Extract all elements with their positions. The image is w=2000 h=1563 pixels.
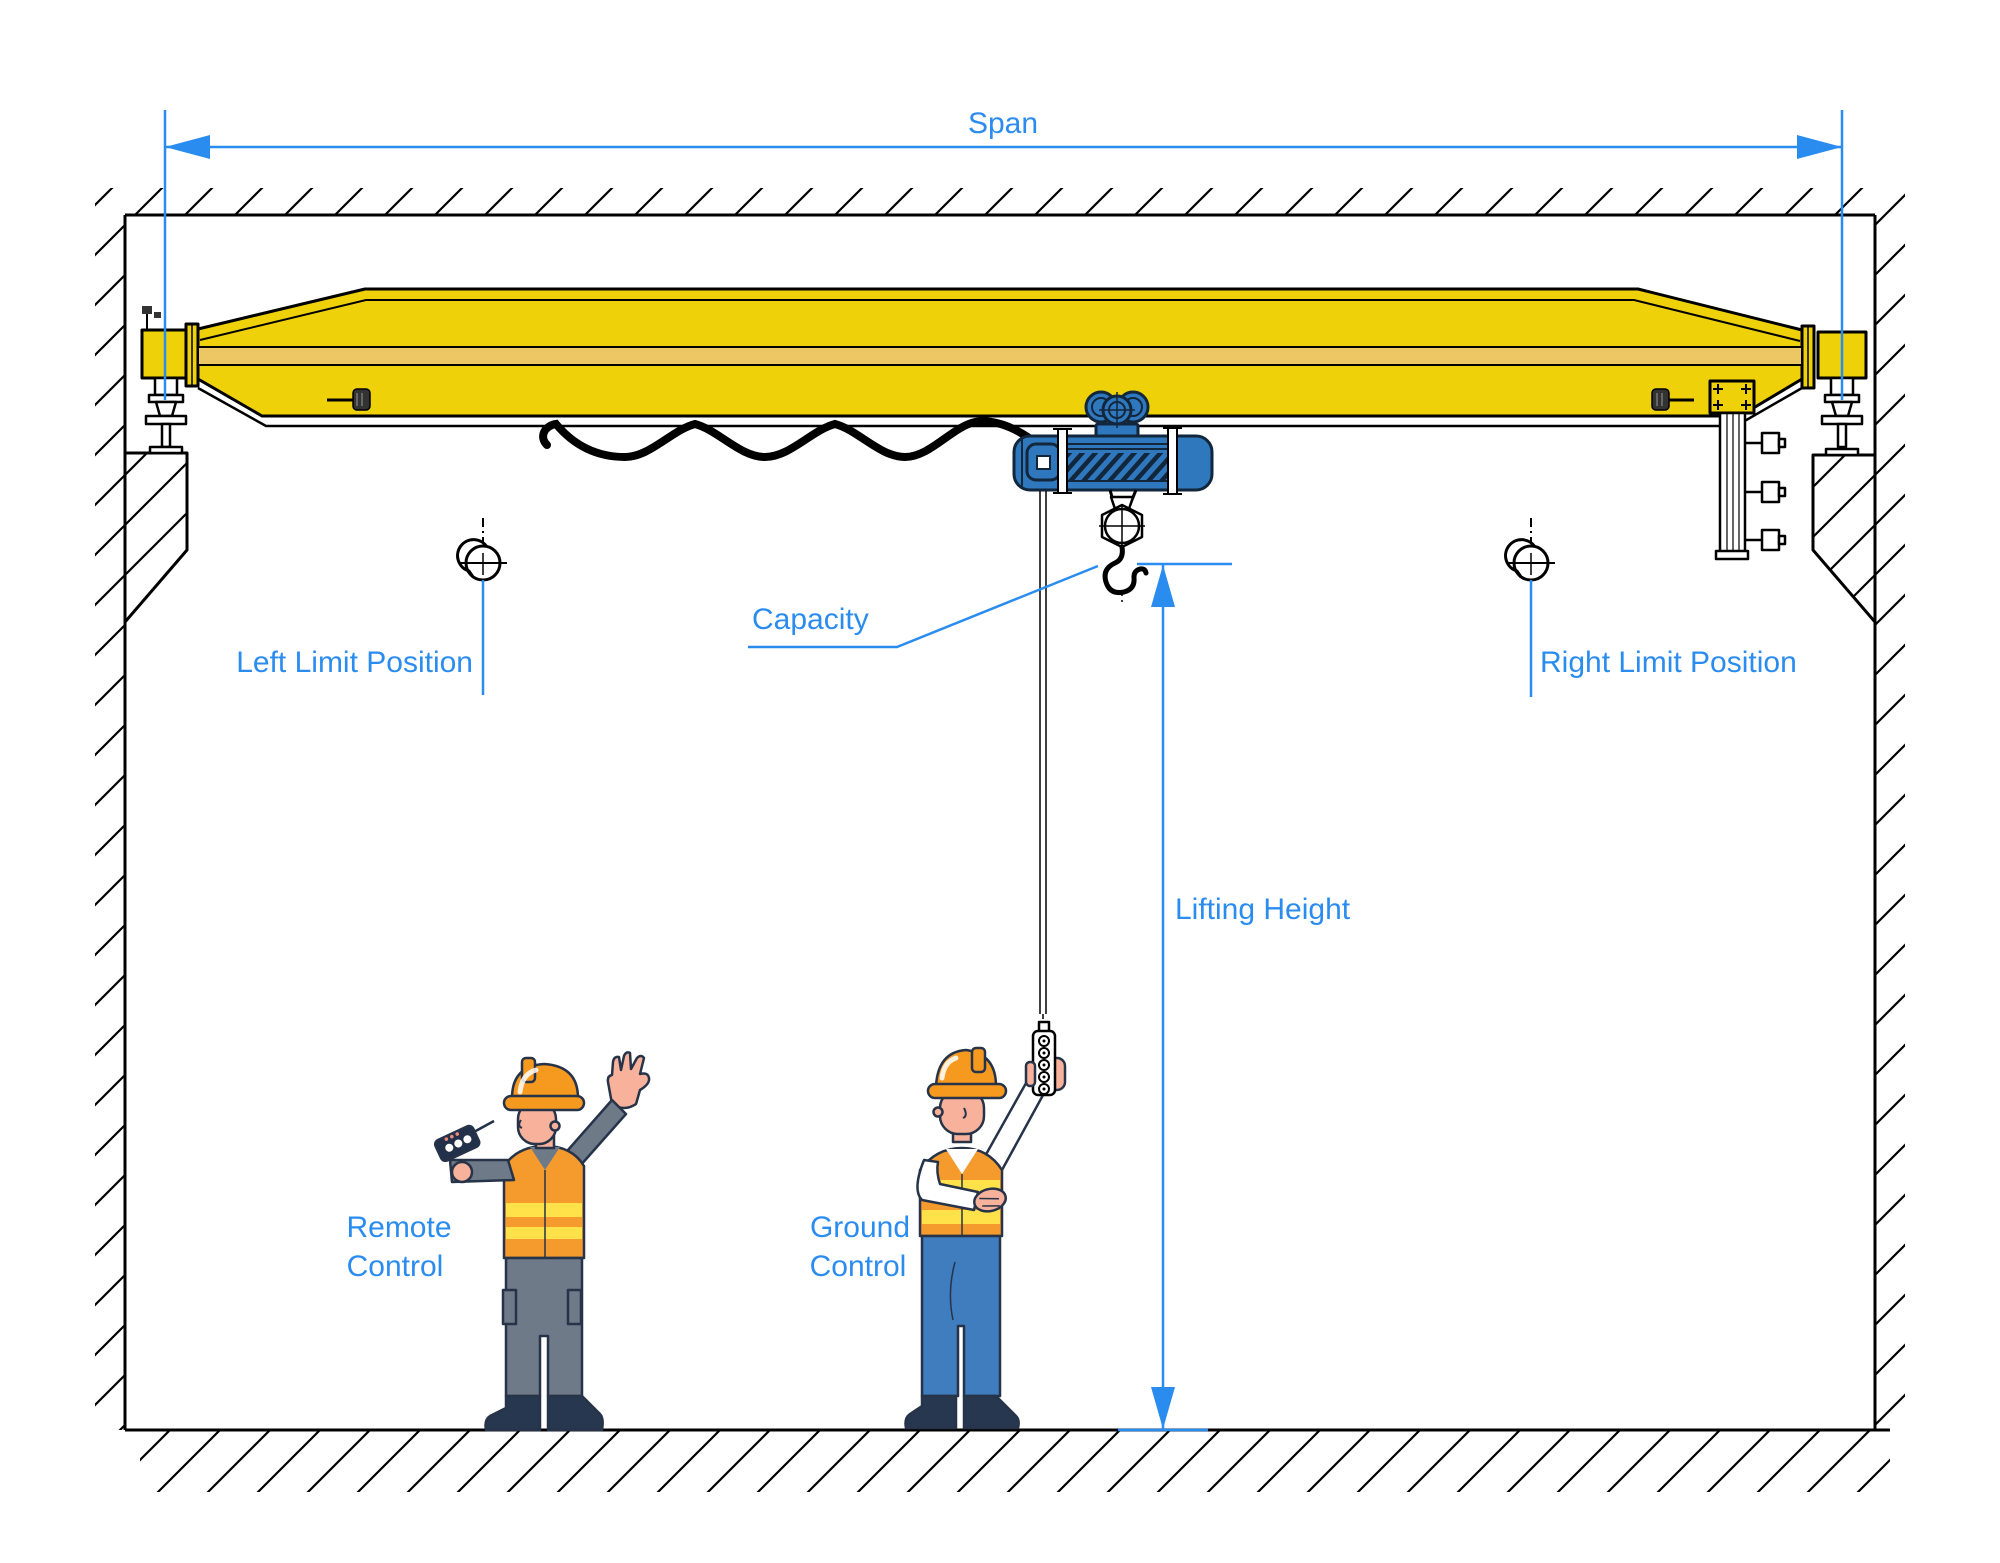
capacity-label: Capacity [752,603,869,636]
worker-remote [433,1051,651,1432]
ground-control-label-line2: Control [810,1250,907,1283]
remote-controller [433,1124,481,1163]
lifting-height-arrow-up [1151,565,1175,607]
jeans [920,1234,1002,1398]
lifting-height-dimension [1118,562,1232,1432]
left-corbel [123,451,189,624]
ground-control-label-line1: Ground [810,1211,910,1244]
capacity-leader [748,564,1099,649]
remote-hand [450,1160,474,1184]
ceiling-hatch [95,188,1905,215]
cargo-pocket-left [501,1288,518,1326]
span-arrow-right [1797,135,1842,159]
cargo-pocket-right [566,1288,583,1326]
hat-ridge [970,1046,987,1074]
thumb [1024,1060,1037,1088]
right-wall-hatch [1875,215,1905,1430]
waving-hand [606,1051,651,1110]
ear [932,1106,944,1118]
open-hand [972,1187,1008,1213]
hoist-assembly [1012,390,1214,1024]
crane-hook [1102,544,1149,595]
pants [504,1256,584,1398]
boot-left [904,1394,958,1430]
limit-switch-bracket [142,306,161,330]
span-label: Span [968,107,1038,140]
girder-rail-band [197,346,1803,366]
wire-rope-hoist [1012,427,1214,495]
pendant-cable [1039,491,1047,1024]
tie-rod-right [1167,427,1178,495]
left-wall-hatch [95,215,125,1430]
boot-left [484,1394,542,1432]
worker-ground [904,1020,1067,1430]
rope-drum-hatch [1064,453,1178,482]
tie-rod-left [1057,428,1068,494]
festoon-cable [539,417,1036,462]
lifting-height-label: Lifting Height [1175,893,1351,926]
span-arrow-left [165,135,210,159]
left-limit-hook-symbol [456,518,507,582]
floor-hatch [140,1430,1890,1492]
nose [518,1119,523,1129]
crane-bridge [140,287,1868,561]
hook-block [1099,489,1149,602]
remote-control-label-line2: Control [347,1250,444,1283]
hat-brim [502,1094,586,1112]
pendant-controller [1031,1020,1057,1097]
lifting-height-arrow-down [1151,1387,1175,1429]
shirt-v [946,1149,978,1174]
right-limit-label: Right Limit Position [1540,646,1797,679]
electric-panel [1708,379,1787,561]
building-section [95,188,1905,1492]
shirt-v [530,1147,560,1170]
festoon-stop-right [1651,388,1694,411]
boot-right [546,1394,604,1432]
bent-arm [916,1158,980,1212]
right-corbel [1811,453,1877,624]
left-limit-label: Left Limit Position [236,646,473,679]
boot-right [962,1394,1020,1430]
remote-control-label-line1: Remote [346,1211,451,1244]
girder-top-flange-line [199,299,1801,342]
span-dimension [163,110,1844,400]
nose [962,1107,967,1119]
festoon-stop-left [327,388,371,411]
trolley [1084,390,1150,440]
right-limit-hook-symbol [1504,518,1555,582]
ear [549,1120,561,1132]
hat-brim [926,1082,1008,1100]
